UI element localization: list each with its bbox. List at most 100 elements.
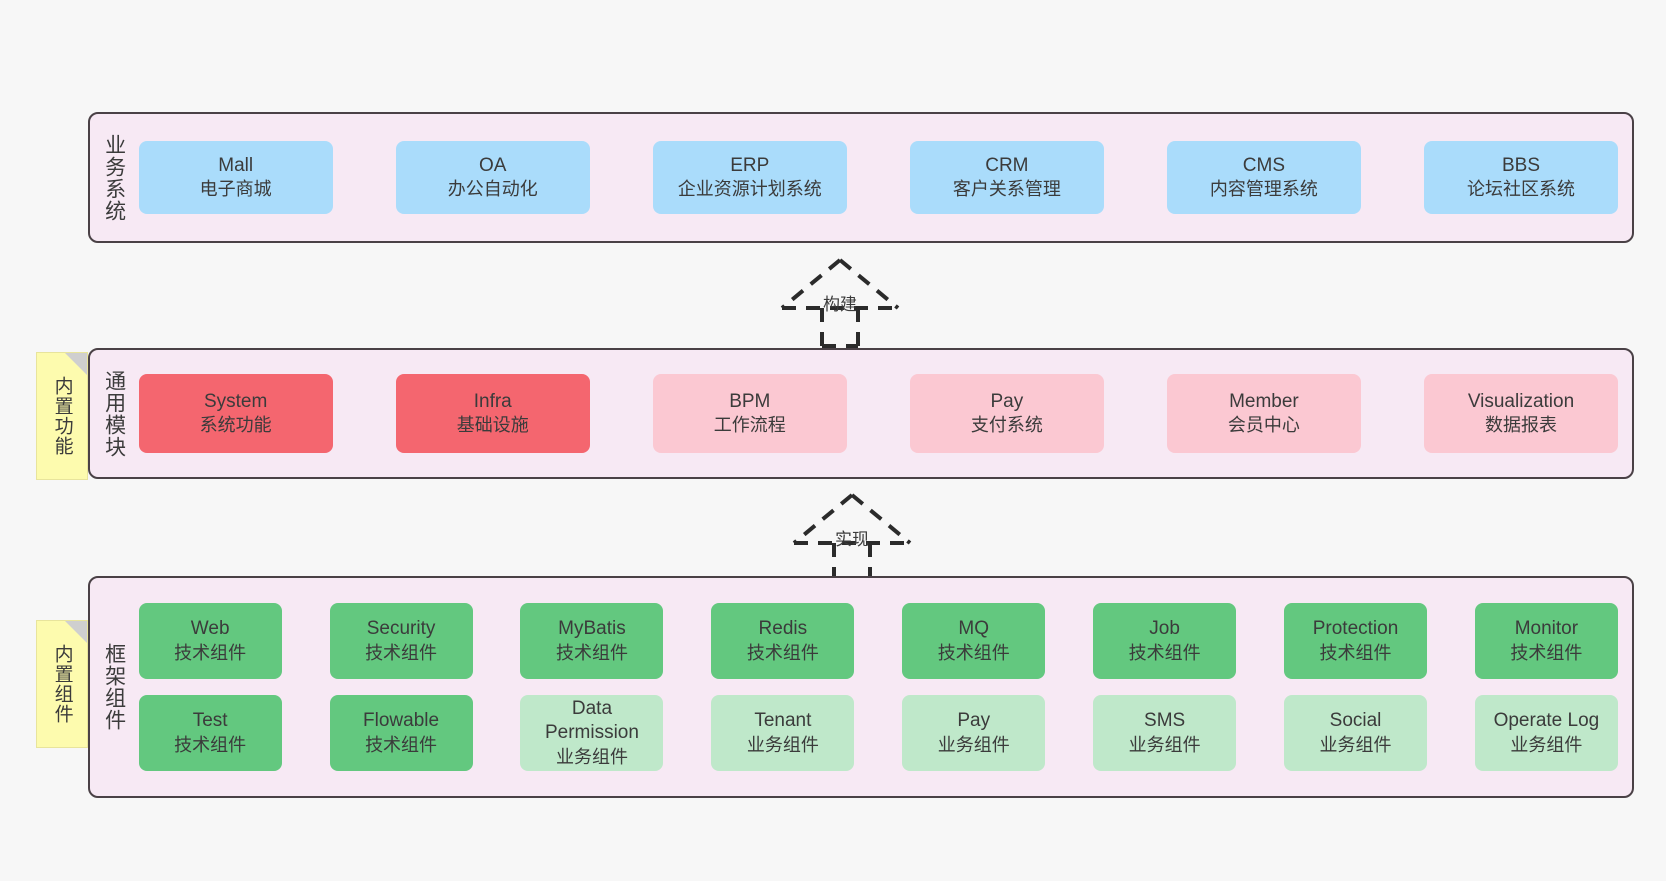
card-subtitle: 技术组件 (365, 734, 438, 755)
card-subtitle: 电子商城 (199, 179, 272, 200)
card-title: CMS (1242, 154, 1286, 176)
connector-build-label: 构建 (823, 295, 857, 314)
card-subtitle: 技术组件 (1319, 642, 1392, 663)
card-subtitle: 技术组件 (1128, 642, 1201, 663)
card-subtitle: 业务组件 (1510, 734, 1583, 755)
card-title: Infra (473, 390, 512, 412)
card-title: MQ (958, 618, 990, 640)
module-card-system[interactable]: System 系统功能 (138, 374, 333, 453)
card-title: Security (366, 618, 436, 640)
connector-realize-label: 实现 (835, 530, 869, 549)
common-card-list: System 系统功能 Infra 基础设施 BPM 工作流程 Pay 支付系统 Member 会… (133, 350, 1632, 477)
card-title: MyBatis (558, 618, 626, 640)
module-card-pay[interactable]: Pay 支付系统 (909, 374, 1104, 453)
card-subtitle: 业务组件 (1319, 734, 1392, 755)
card-subtitle: 企业资源计划系统 (677, 179, 822, 200)
card-subtitle: 工作流程 (713, 415, 786, 436)
card-subtitle: 业务组件 (746, 734, 819, 755)
card-title: ERP (730, 154, 770, 176)
connector-build-arrow: 构建 (760, 252, 920, 348)
card-subtitle: 业务组件 (1128, 734, 1201, 755)
card-subtitle: 技术组件 (555, 642, 628, 663)
card-title: SMS (1144, 710, 1186, 732)
card-subtitle: 业务组件 (937, 734, 1010, 755)
card-title: Flowable (363, 710, 440, 732)
layer-framework-label: 框架组件 (102, 643, 126, 731)
card-subtitle: 技术组件 (365, 642, 438, 663)
card-title: Tenant (754, 710, 812, 732)
card-subtitle: 论坛社区系统 (1466, 179, 1575, 200)
note-fold-icon (65, 353, 87, 375)
card-title: Protection (1312, 618, 1399, 640)
card-subtitle: 系统功能 (199, 415, 272, 436)
business-card-erp[interactable]: ERP 企业资源计划系统 (652, 141, 847, 214)
business-card-cms[interactable]: CMS 内容管理系统 (1166, 141, 1361, 214)
layer-business-label: 业务系统 (102, 133, 126, 222)
note-builtin-component: 内置组件 (36, 620, 88, 748)
card-subtitle: 数据报表 (1484, 415, 1557, 436)
card-subtitle: 技术组件 (1510, 642, 1583, 663)
card-title: Monitor (1514, 618, 1579, 640)
card-title: Pay (957, 710, 991, 732)
module-card-bpm[interactable]: BPM 工作流程 (652, 374, 847, 453)
business-card-oa[interactable]: OA 办公自动化 (395, 141, 590, 214)
card-title: BPM (729, 390, 771, 412)
card-title: Member (1229, 390, 1299, 412)
card-title: OA (479, 154, 507, 176)
module-card-infra[interactable]: Infra 基础设施 (395, 374, 590, 453)
card-subtitle: 支付系统 (970, 415, 1043, 436)
card-subtitle: 基础设施 (456, 415, 529, 436)
note-builtin-feature: 内置功能 (36, 352, 88, 480)
module-card-visualization[interactable]: Visualization 数据报表 (1423, 374, 1618, 453)
module-card-member[interactable]: Member 会员中心 (1166, 374, 1361, 453)
layer-common-module: 通用模块 System 系统功能 Infra 基础设施 BPM 工作流程 Pay 支付系统 Me… (88, 348, 1634, 479)
card-title: Operate Log (1493, 710, 1600, 732)
card-title: Pay (990, 390, 1024, 412)
card-subtitle: 技术组件 (937, 642, 1010, 663)
note-fold-icon (65, 621, 87, 643)
card-subtitle: 内容管理系统 (1209, 179, 1318, 200)
card-subtitle: 会员中心 (1227, 415, 1300, 436)
connector-realize-arrow: 实现 (772, 487, 932, 583)
card-title: Social (1329, 710, 1382, 732)
card-subtitle: 技术组件 (174, 734, 247, 755)
card-subtitle: 客户关系管理 (952, 179, 1061, 200)
card-subtitle: 业务组件 (555, 746, 628, 767)
note-builtin-feature-text: 内置功能 (51, 376, 73, 456)
card-subtitle: 技术组件 (746, 642, 819, 663)
business-card-crm[interactable]: CRM 客户关系管理 (909, 141, 1104, 214)
card-title: Test (192, 710, 228, 732)
layer-common-label: 通用模块 (102, 369, 126, 458)
card-title: Redis (758, 618, 808, 640)
card-subtitle: 办公自动化 (447, 179, 538, 200)
card-title: Job (1149, 618, 1180, 640)
card-title: Visualization (1467, 390, 1575, 412)
card-title: CRM (985, 154, 1029, 176)
note-builtin-component-text: 内置组件 (51, 644, 73, 724)
card-title: Data Permission (544, 698, 639, 744)
card-title: System (203, 390, 268, 412)
